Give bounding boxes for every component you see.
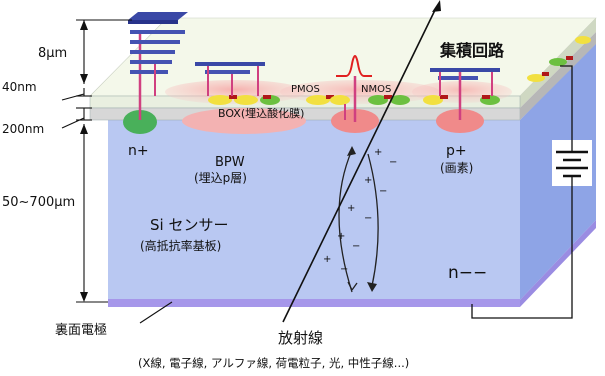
carrier-plus: + [364, 175, 372, 186]
label-si-sensor-sub: (高抵抗率基板) [140, 238, 221, 253]
label-pplus: p+ [446, 143, 467, 159]
signal-pulse-icon [336, 55, 372, 77]
carrier-plus: + [347, 203, 355, 214]
metal-stack-bpw [195, 62, 265, 96]
label-n-minus: n−− [448, 263, 487, 283]
label-substrate-thickness: 50~700μm [2, 195, 75, 210]
nmos-drain [390, 95, 410, 105]
pplus-implant [436, 109, 484, 133]
carrier-minus: − [389, 157, 397, 168]
pmos-source [306, 95, 330, 105]
carriers: + − + − + − + − + − [323, 147, 397, 275]
metal-line [438, 76, 478, 80]
pmos-gate [326, 95, 334, 99]
transistor-gate [263, 95, 271, 99]
metal-stack-pixel [430, 68, 500, 120]
backside-electrode-front [108, 299, 520, 307]
nplus-implant [123, 110, 157, 134]
dimension-lines [61, 19, 173, 324]
radiation-line [282, 7, 437, 323]
radiation-arrow-head [432, 0, 441, 12]
carrier-minus: − [379, 186, 387, 197]
transistor-far [549, 58, 567, 66]
label-radiation-types: (X線, 電子線, アルファ線, 荷電粒子, 光, 中性子線...) [138, 356, 409, 370]
radiation-track [282, 0, 441, 323]
metal-line [430, 68, 500, 72]
metal-stack-nplus [128, 12, 188, 120]
metal-line [130, 70, 168, 74]
label-bpw-sub: (埋込p層) [194, 171, 247, 185]
metal-line [130, 30, 185, 34]
bias-wire-bottom [471, 186, 573, 319]
transistor-far [575, 36, 591, 44]
label-integrated-circuit: 集積回路 [439, 41, 505, 60]
metal-line [130, 50, 175, 54]
nmos-gate [384, 95, 392, 99]
arrow-tip [347, 281, 358, 291]
dim-arrow [80, 292, 88, 302]
arrow-head [347, 146, 356, 156]
carrier-plus: + [374, 147, 382, 158]
leader-40nm [61, 93, 85, 101]
carrier-plus: + [337, 231, 345, 242]
carrier-minus: − [364, 213, 372, 224]
carrier-minus: − [340, 264, 348, 275]
label-backside-electrode: 裏面電極 [55, 322, 107, 338]
label-bpw: BPW [215, 155, 245, 170]
box-layer-side [520, 32, 596, 120]
bias-wire-top [560, 65, 573, 140]
transistor-drain [234, 95, 258, 105]
transistor-source [208, 95, 232, 105]
metal-line [195, 62, 265, 66]
transistors [208, 36, 591, 105]
nmos-source [368, 95, 388, 105]
electron-drift-arrow [367, 153, 379, 287]
pmos-drain [330, 95, 350, 105]
carrier-drift [338, 146, 379, 293]
carrier-plus: + [323, 254, 331, 265]
label-200nm: 200nm [2, 122, 44, 136]
metal-pad-front [128, 20, 178, 24]
carrier-minus: − [352, 241, 360, 252]
transistor-gate [440, 95, 448, 99]
leader-backside [139, 301, 173, 324]
label-pmos: PMOS [291, 84, 320, 95]
label-8um: 8μm [38, 46, 67, 61]
label-radiation: 放射線 [278, 329, 323, 347]
dim-arrow [80, 74, 88, 84]
label-nplus: n+ [128, 143, 149, 159]
label-box: BOX(埋込酸化膜) [218, 106, 304, 120]
metal-pad-top [128, 12, 188, 20]
leader-200nm [61, 117, 85, 129]
label-40nm: 40nm [2, 80, 37, 94]
transistor-gate [229, 95, 237, 99]
dim-arrow [80, 20, 88, 30]
labels: 8μm 40nm 200nm 50~700μm 集積回路 PMOS NMOS B… [2, 41, 505, 370]
transistor-far-gate [542, 72, 549, 76]
metal-line [205, 70, 250, 74]
hole-drift-arrow [338, 149, 353, 293]
label-si-sensor: Si センサー [150, 216, 228, 234]
transistor-far-gate [566, 56, 573, 60]
arrow-head [367, 282, 377, 292]
substrate-front-face [108, 120, 520, 300]
label-pplus-sub: (画素) [440, 161, 473, 175]
transistor-source [423, 95, 443, 105]
bpw-region-left [182, 108, 306, 134]
metal-line [130, 40, 180, 44]
dim-arrow [80, 124, 88, 134]
metal-line [130, 60, 172, 64]
transistor-far [527, 74, 545, 82]
label-nmos: NMOS [361, 84, 391, 95]
implants [123, 108, 484, 134]
bias-supply [471, 65, 592, 319]
transistor-gate [482, 95, 490, 99]
